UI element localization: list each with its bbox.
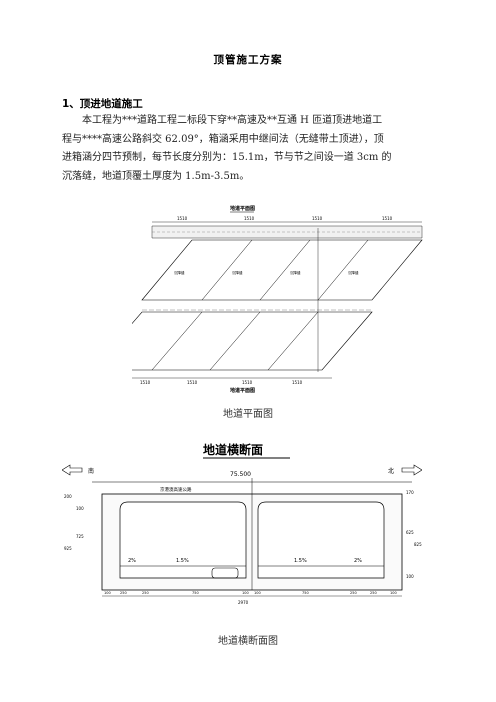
slope-label-3: 1.5% <box>294 558 307 564</box>
cross-section-drawing: 地道横断面 南 北 75.500 京港澳高速公路 2% 1.5% 1.5% 2%… <box>62 442 422 605</box>
top-dim-1: 1510 <box>177 216 188 221</box>
top-dim-2: 1510 <box>244 216 255 221</box>
joint-label-4: 沉降缝 <box>348 270 359 275</box>
bottom-dim-2: 1510 <box>187 380 198 385</box>
arrow-left-icon <box>62 464 83 476</box>
bottom-dim-10: 100 <box>390 591 397 595</box>
left-dim-2: 100 <box>76 506 84 511</box>
plan-caption: 地道平面图 <box>223 409 273 420</box>
bottom-dim-1: 100 <box>104 591 111 595</box>
plan-view-drawing: 地道平面图 1510 1510 1510 1510 沉降缝 沉降缝 沉降缝 沉降… <box>132 205 423 394</box>
arrow-right-icon <box>401 464 422 476</box>
section-heading: 1、顶进地道施工 <box>62 98 143 110</box>
bottom-dim-9: 250 <box>370 591 377 595</box>
right-dim-1: 170 <box>406 490 414 495</box>
left-dim-1: 200 <box>64 494 72 499</box>
joint-label-3: 沉降缝 <box>290 270 301 275</box>
right-dim-4: 100 <box>406 574 414 579</box>
paragraph-line: 进箱涵分四节预制，每节长度分别为：15.1m，节与节之间设一道 3cm 的 <box>62 152 392 163</box>
joint-label-1: 沉降缝 <box>174 270 185 275</box>
section-caption: 地道横断面图 <box>218 636 278 647</box>
bottom-dim-3: 250 <box>142 591 149 595</box>
joint-label-2: 沉降缝 <box>232 270 243 275</box>
paragraph-line: 沉落缝，地道顶覆土厚度为 1.5m-3.5m。 <box>62 170 250 182</box>
bottom-dim-6: 100 <box>254 591 261 595</box>
road-label: 京港澳高速公路 <box>160 486 192 493</box>
plan-title: 地道平面图 <box>230 205 255 212</box>
left-dim-3: 725 <box>76 534 84 539</box>
direction-south: 南 <box>88 467 94 475</box>
top-dim-3: 1510 <box>312 216 323 221</box>
bottom-dim-3: 1510 <box>242 380 253 385</box>
section-title: 地道横断面 <box>203 442 263 457</box>
bottom-dim-1: 1510 <box>140 380 151 385</box>
plan-subtitle: 地道平面图 <box>230 387 255 394</box>
left-dim-4: 925 <box>64 546 72 551</box>
bottom-dim-2: 250 <box>120 591 127 595</box>
body-paragraph: 本工程为***道路工程二标段下穿**高速及**互通 H 匝道顶进地道工 程与**… <box>62 112 452 186</box>
right-dim-2: 625 <box>406 530 414 535</box>
paragraph-line: 程与****高速公路斜交 62.09°，箱涵采用中继间法（无缝带土顶进），顶 <box>62 133 384 145</box>
bottom-dim-4: 1510 <box>292 380 303 385</box>
bottom-dim-8: 250 <box>350 591 357 595</box>
top-dim-4: 1510 <box>382 216 393 221</box>
bottom-dim-4: 750 <box>192 591 199 595</box>
slope-label-4: 2% <box>354 558 362 564</box>
slope-label-1: 2% <box>128 558 136 564</box>
bottom-dim-5: 100 <box>242 591 249 595</box>
right-dim-3: 825 <box>414 542 422 547</box>
slope-label-2: 1.5% <box>176 558 189 564</box>
center-elevation: 75.500 <box>230 471 251 478</box>
bottom-dim-7: 750 <box>302 591 309 595</box>
total-width-dim: 2970 <box>238 600 249 605</box>
paragraph-line: 本工程为***道路工程二标段下穿**高速及**互通 H 匝道顶进地道工 <box>82 115 383 126</box>
document-title: 顶管施工方案 <box>213 54 283 66</box>
direction-north: 北 <box>388 467 394 475</box>
